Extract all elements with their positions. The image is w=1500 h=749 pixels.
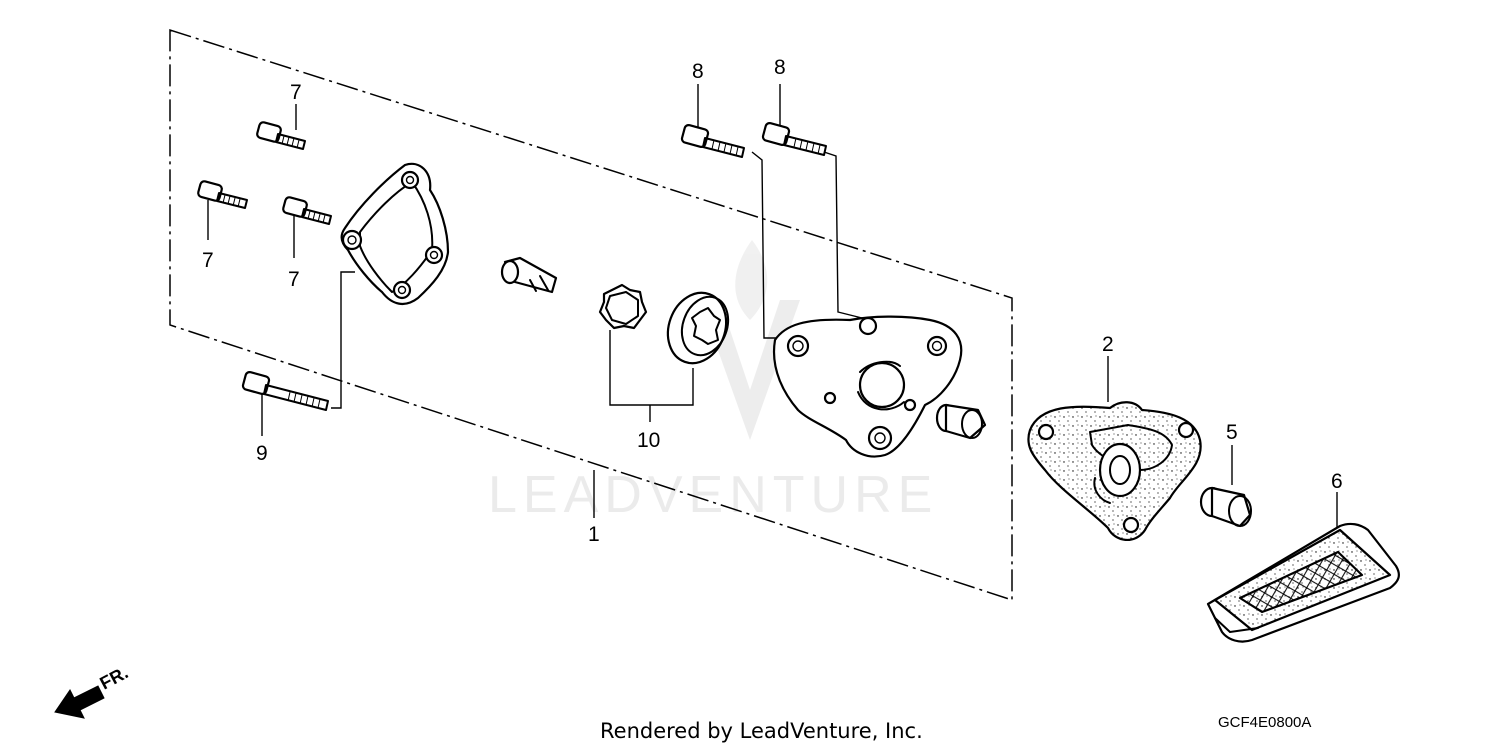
watermark: LEADVENTURE xyxy=(488,240,938,524)
pump-cover xyxy=(340,162,450,306)
pump-body xyxy=(772,315,963,458)
diagram-code: GCF4E0800A xyxy=(1218,714,1311,731)
callout-8-right: 8 xyxy=(774,56,786,79)
watermark-text: LEADVENTURE xyxy=(488,466,938,524)
callout-5: 5 xyxy=(1226,421,1238,444)
footer-credit: Rendered by LeadVenture, Inc. xyxy=(600,719,923,743)
front-direction-arrow-icon: FR. xyxy=(54,662,131,719)
callout-7-left: 7 xyxy=(202,249,214,272)
callout-2: 2 xyxy=(1102,333,1114,356)
inner-rotor xyxy=(598,283,648,330)
bolt-7-middle xyxy=(282,196,332,225)
bolt-8-left xyxy=(680,123,745,158)
callout-6: 6 xyxy=(1331,470,1343,493)
bolt-9 xyxy=(241,370,329,411)
bolt-7-left xyxy=(197,180,248,209)
callout-7-middle: 7 xyxy=(288,268,300,291)
bolt-7-top xyxy=(256,121,306,150)
drive-pin xyxy=(500,256,558,294)
collar xyxy=(1199,486,1252,528)
callout-10: 10 xyxy=(637,429,660,452)
oil-strainer xyxy=(1206,522,1400,643)
front-direction-label: FR. xyxy=(96,662,131,693)
outer-rotor xyxy=(666,291,730,365)
callout-7-top: 7 xyxy=(290,81,302,104)
assembly-boundary xyxy=(169,28,1013,602)
callout-9: 9 xyxy=(256,442,268,465)
callout-8-left: 8 xyxy=(692,60,704,83)
pump-cap xyxy=(935,403,987,440)
callouts: 7 7 7 8 8 9 10 1 2 5 6 xyxy=(202,56,1343,546)
callout-1: 1 xyxy=(588,523,600,546)
bolt-8-right xyxy=(761,121,827,156)
gasket xyxy=(1027,401,1202,541)
